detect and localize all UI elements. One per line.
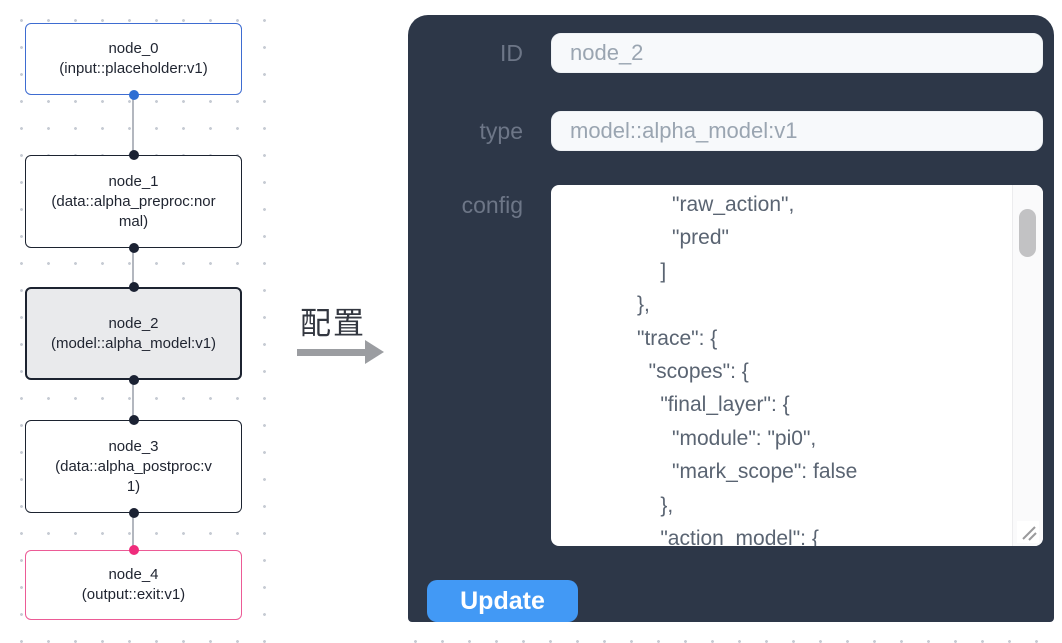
node4-target-handle[interactable] — [129, 545, 139, 555]
id-input[interactable]: node_2 — [551, 33, 1043, 73]
node-title: node_3 — [108, 437, 159, 455]
node-type-label: (data::alpha_preproc:normal) — [51, 192, 216, 230]
node1-target-handle[interactable] — [129, 150, 139, 160]
config-json-content[interactable]: "raw_action", "pred" ] }, "trace": { "sc… — [637, 193, 858, 546]
graph-canvas[interactable]: node_0 (input::placeholder:v1) node_1 (d… — [0, 0, 270, 643]
node2-target-handle[interactable] — [129, 282, 139, 292]
edge-node0-node1 — [132, 95, 134, 155]
arrow-line — [297, 349, 367, 356]
node1-source-handle[interactable] — [129, 243, 139, 253]
edge-node1-node2 — [132, 248, 134, 287]
graph-node-node_0[interactable]: node_0 (input::placeholder:v1) — [25, 23, 242, 95]
arrow-head — [365, 340, 384, 364]
node0-source-handle[interactable] — [129, 90, 139, 100]
textarea-resize-handle-icon[interactable] — [1017, 521, 1039, 543]
node-title: node_1 — [108, 172, 159, 190]
config-scrollbar-thumb[interactable] — [1019, 209, 1036, 257]
edge-node2-node3 — [132, 380, 134, 420]
node-type-label: (model::alpha_model:v1) — [50, 334, 217, 352]
config-textarea[interactable]: "raw_action", "pred" ] }, "trace": { "sc… — [551, 185, 1043, 546]
config-panel-section: ID node_2 type model::alpha_model:v1 con… — [395, 0, 1062, 643]
graph-node-node_1[interactable]: node_1 (data::alpha_preproc:normal) — [25, 155, 242, 248]
node3-target-handle[interactable] — [129, 415, 139, 425]
node-type-label: (output::exit:v1) — [81, 586, 186, 603]
configure-annotation-text: 配置 — [300, 306, 366, 341]
config-scrollbar-track[interactable] — [1012, 185, 1043, 546]
annotation-zone: 配置 — [270, 0, 395, 643]
node3-source-handle[interactable] — [129, 508, 139, 518]
node-type-label: (input::placeholder:v1) — [59, 60, 208, 77]
node-title: node_2 — [108, 314, 159, 332]
node-title: node_0 — [108, 40, 159, 57]
graph-node-node_4[interactable]: node_4 (output::exit:v1) — [25, 550, 242, 620]
right-arrow-icon — [297, 340, 387, 364]
graph-node-node_2[interactable]: node_2 (model::alpha_model:v1) — [25, 287, 242, 380]
id-field-label: ID — [500, 40, 523, 66]
config-field-label: config — [461, 192, 523, 218]
graph-node-node_3[interactable]: node_3 (data::alpha_postproc:v1) — [25, 420, 242, 513]
type-field-label: type — [479, 118, 523, 144]
edge-node3-node4 — [132, 513, 134, 550]
node-title: node_4 — [108, 566, 159, 583]
node2-source-handle[interactable] — [129, 375, 139, 385]
type-input[interactable]: model::alpha_model:v1 — [551, 111, 1043, 151]
node-type-label: (data::alpha_postproc:v1) — [55, 457, 212, 495]
node-config-panel: ID node_2 type model::alpha_model:v1 con… — [408, 15, 1054, 622]
update-button[interactable]: Update — [427, 580, 578, 622]
